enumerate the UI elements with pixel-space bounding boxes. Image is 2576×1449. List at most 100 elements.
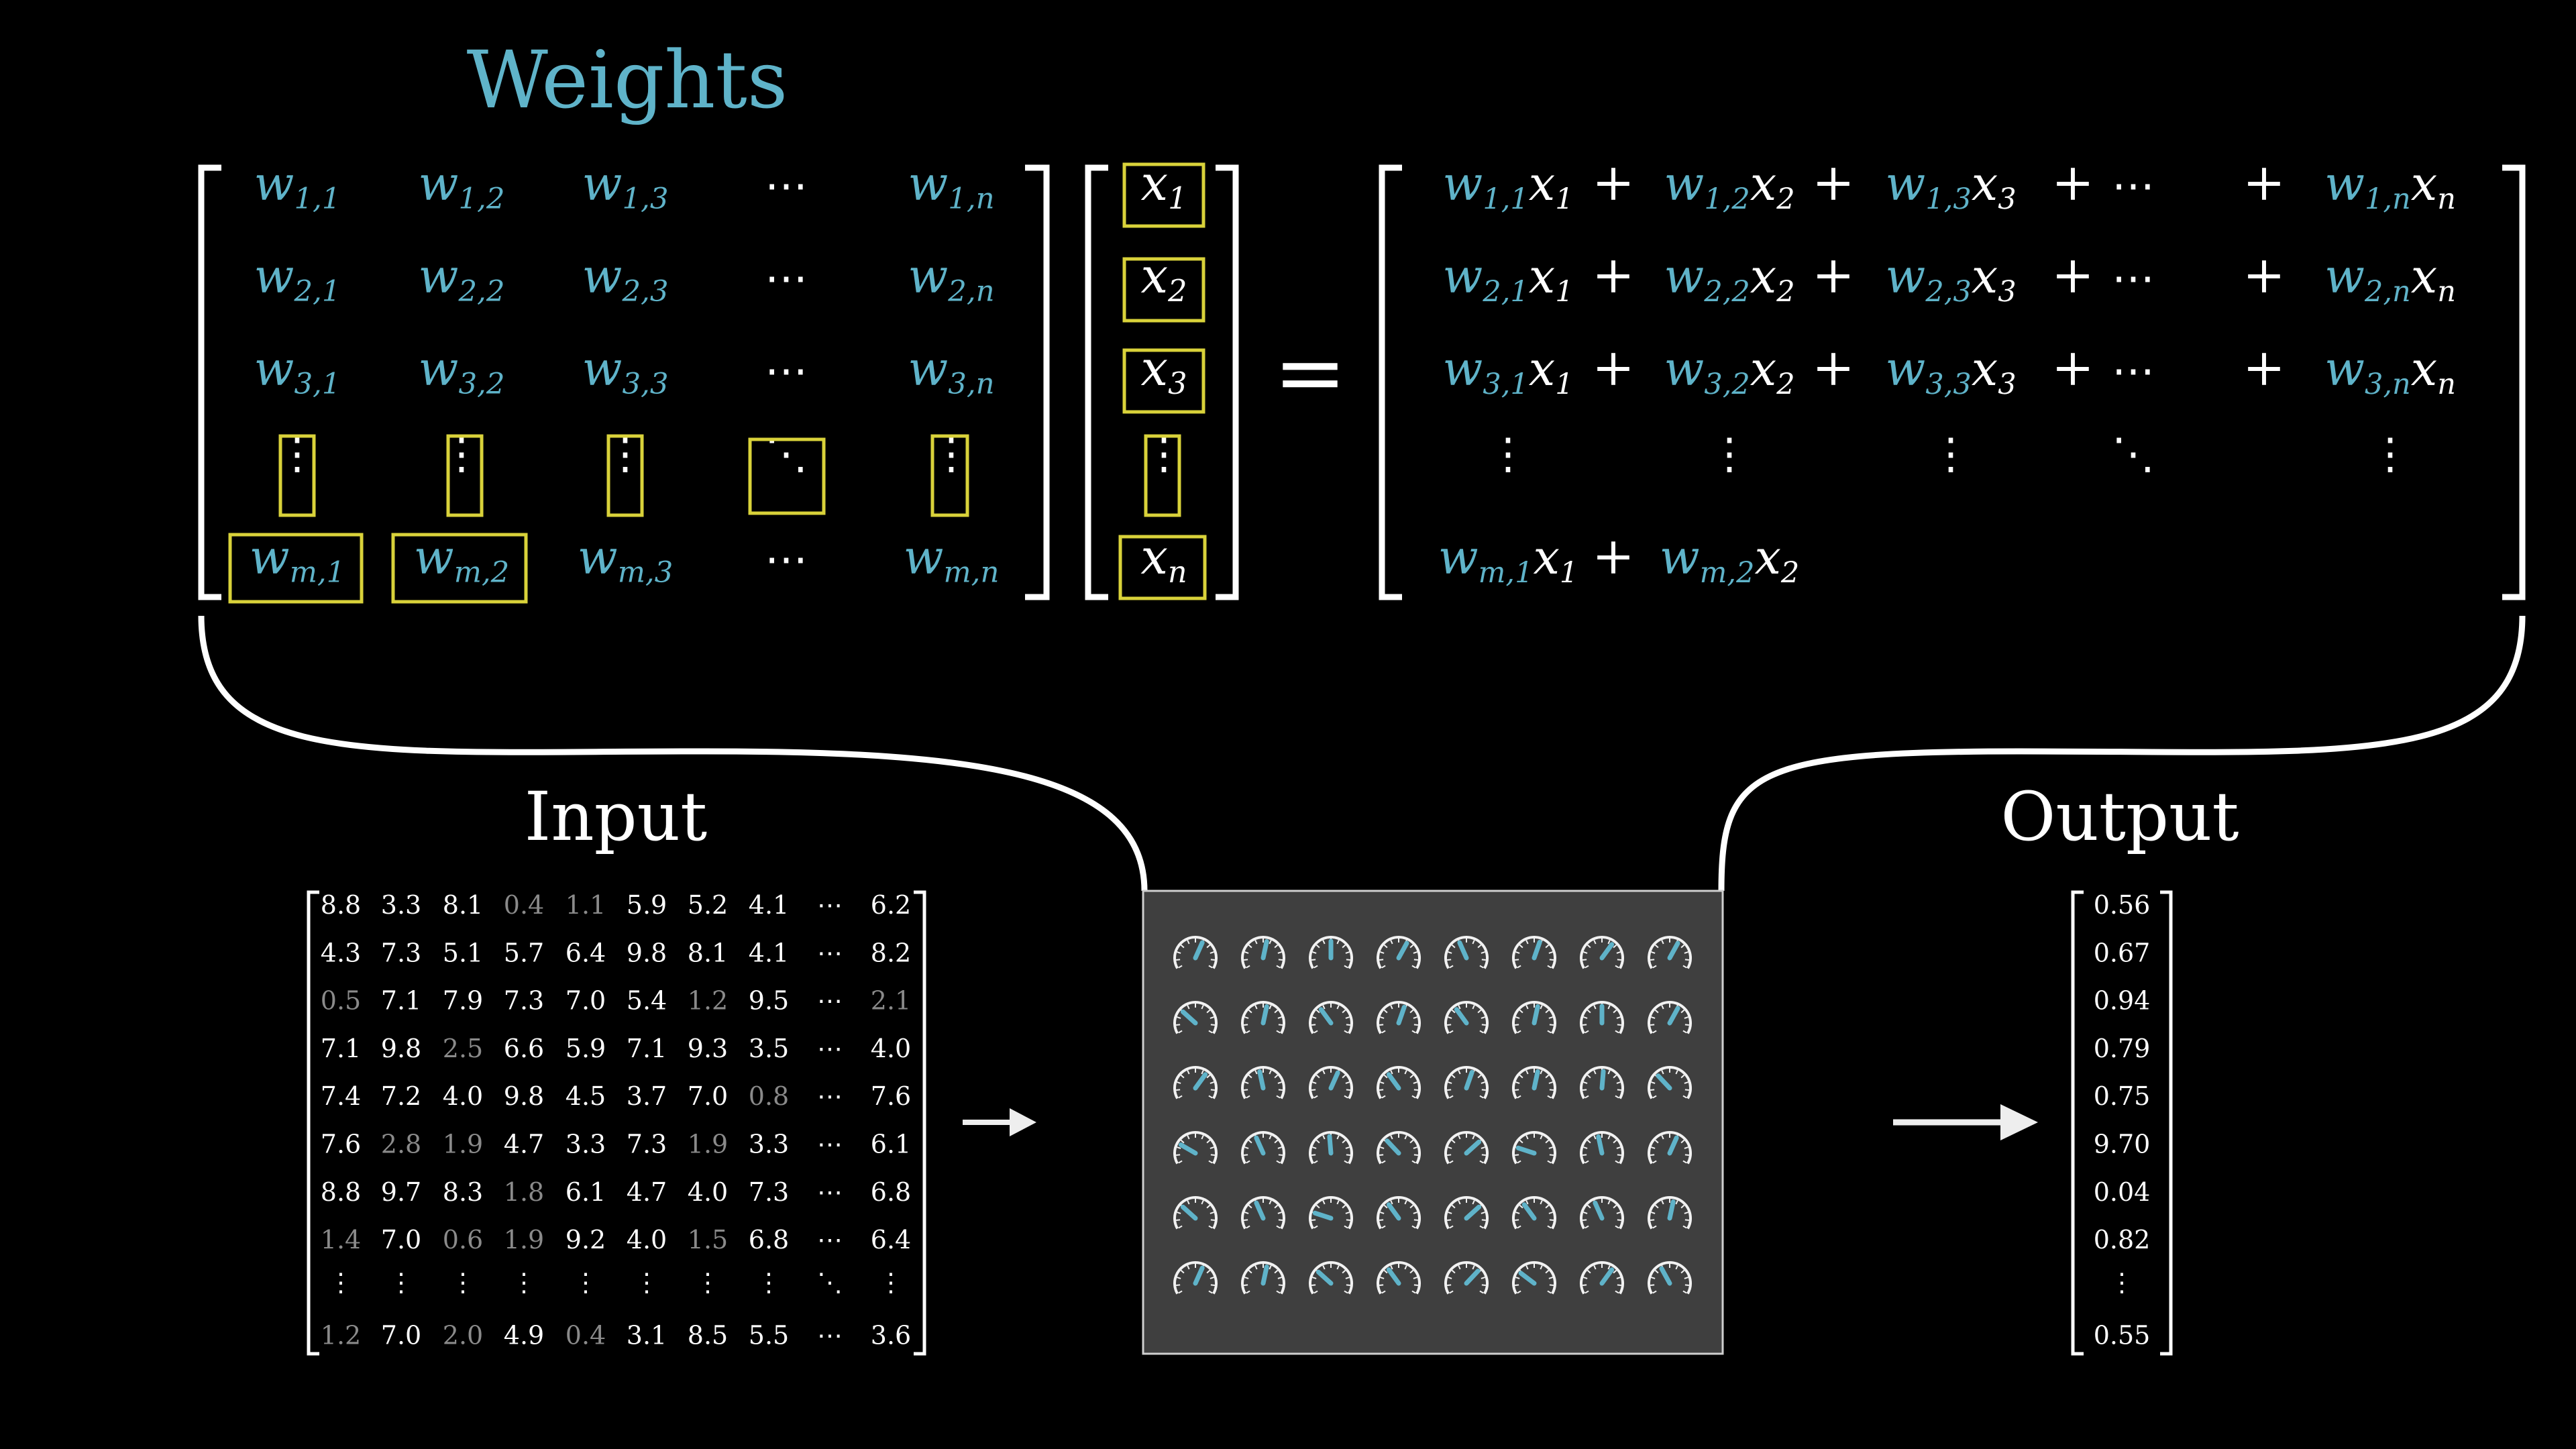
input-cell: 7.9 xyxy=(443,986,483,1016)
input-cell: 1.1 xyxy=(566,890,606,920)
input-cell: 7.0 xyxy=(688,1081,728,1111)
result-term: w3,2x2 xyxy=(1664,341,1794,401)
input-cell: 8.3 xyxy=(443,1177,483,1207)
input-cell: 1.4 xyxy=(321,1225,361,1254)
input-cell: 0.4 xyxy=(504,890,544,920)
dial-gauge xyxy=(1241,1066,1285,1099)
dial-gauge xyxy=(1580,1131,1624,1165)
dial-gauge xyxy=(1377,1001,1421,1034)
model-box xyxy=(1142,890,1724,1355)
output-cell: 0.79 xyxy=(2094,1034,2151,1063)
dial-gauge xyxy=(1648,1131,1692,1165)
input-cell: 7.1 xyxy=(627,1034,667,1063)
result-ellipsis: ⋯ xyxy=(2112,254,2155,303)
dial-gauge xyxy=(1309,936,1353,969)
input-cell: 4.5 xyxy=(566,1081,606,1111)
result-ellipsis: ⋮ xyxy=(1487,429,1529,479)
result-term: w3,1x1 xyxy=(1442,341,1573,401)
dial-gauge xyxy=(1444,1196,1489,1230)
dial-gauge xyxy=(1241,1001,1285,1034)
input-cell: 8.2 xyxy=(871,938,911,967)
result-ellipsis: ⋮ xyxy=(1708,429,1751,479)
input-cell: 7.3 xyxy=(504,986,544,1016)
dial-gauge xyxy=(1648,1066,1692,1099)
dial-gauge xyxy=(1377,1196,1421,1230)
input-cell: ⋮ xyxy=(695,1267,720,1297)
output-cell: 0.82 xyxy=(2094,1225,2151,1254)
input-cell: 9.7 xyxy=(381,1177,421,1207)
output-arrow xyxy=(1893,1104,2038,1140)
x-entry: x3 xyxy=(1140,340,1187,401)
result-term: wm,2x2 xyxy=(1660,530,1800,590)
input-cell: ⋯ xyxy=(817,938,843,967)
weights-ellipsis: ⋯ xyxy=(765,346,808,396)
dial-gauge xyxy=(1309,1066,1353,1099)
input-cell: 1.9 xyxy=(688,1130,728,1159)
result-ellipsis: ⋯ xyxy=(2112,346,2155,396)
weights-cell: w3,1 xyxy=(254,341,341,401)
dial-grid xyxy=(1173,936,1692,1295)
x-highlight-box xyxy=(1118,535,1207,600)
input-cell: 8.1 xyxy=(688,938,728,967)
result-term: w2,2x2 xyxy=(1664,249,1794,309)
input-cell: 9.5 xyxy=(749,986,789,1016)
dial-gauge xyxy=(1377,1066,1421,1099)
input-cell: 7.3 xyxy=(627,1130,667,1159)
weights-cell: w3,3 xyxy=(582,341,669,401)
dial-gauge xyxy=(1648,1196,1692,1230)
dial-gauge xyxy=(1580,1196,1624,1230)
dial-gauge xyxy=(1173,1131,1218,1165)
dial-gauge xyxy=(1309,1196,1353,1230)
input-cell: 8.8 xyxy=(321,1177,361,1207)
result-ellipsis: ⋱ xyxy=(2112,429,2155,479)
weights-ellipsis: ⋯ xyxy=(765,535,808,584)
output-cell: 0.67 xyxy=(2094,938,2151,967)
input-cell: 7.1 xyxy=(321,1034,361,1063)
dial-gauge xyxy=(1377,1131,1421,1165)
highlight-box xyxy=(228,533,364,604)
plus-sign: + xyxy=(1812,245,1855,305)
dial-gauge xyxy=(1241,1196,1285,1230)
input-cell: 8.1 xyxy=(443,890,483,920)
dial-gauge xyxy=(1377,936,1421,969)
input-cell: 3.6 xyxy=(871,1321,911,1350)
input-cell: ⋯ xyxy=(817,1130,843,1159)
plus-sign: + xyxy=(1592,337,1635,397)
highlight-box xyxy=(446,434,484,517)
dial-gauge xyxy=(1580,1066,1624,1099)
input-cell: 6.1 xyxy=(871,1130,911,1159)
input-cell: 7.0 xyxy=(381,1225,421,1254)
weights-cell: w3,2 xyxy=(419,341,505,401)
weights-highlights xyxy=(228,434,969,604)
input-cell: 7.3 xyxy=(749,1177,789,1207)
input-cell: 4.0 xyxy=(443,1081,483,1111)
dial-gauge xyxy=(1512,1001,1556,1034)
input-cell: ⋮ xyxy=(756,1267,782,1297)
input-cell: 3.3 xyxy=(749,1130,789,1159)
x-ellipsis: ⋮ xyxy=(1142,429,1185,479)
input-cell: 6.6 xyxy=(504,1034,544,1063)
input-cell: 7.0 xyxy=(381,1321,421,1350)
dial-gauge xyxy=(1580,1001,1624,1034)
input-cell: 4.0 xyxy=(627,1225,667,1254)
input-cell: ⋯ xyxy=(817,986,843,1016)
input-cell: 4.0 xyxy=(688,1177,728,1207)
highlight-box xyxy=(748,437,826,515)
plus-sign: + xyxy=(2051,245,2094,305)
input-cell: 6.1 xyxy=(566,1177,606,1207)
input-cell: 5.4 xyxy=(627,986,667,1016)
input-cell: 7.4 xyxy=(321,1081,361,1111)
weights-matrix-brackets xyxy=(198,164,1050,600)
input-cell: 6.4 xyxy=(871,1225,911,1254)
weights-cell: w2,2 xyxy=(419,249,505,309)
result-term: w3,nxn xyxy=(2324,341,2456,401)
output-vector: 0.560.670.940.790.759.700.040.82⋮0.55 xyxy=(2094,890,2151,1350)
input-cell: 9.8 xyxy=(627,938,667,967)
input-cell: 7.6 xyxy=(321,1130,361,1159)
input-cell: 5.1 xyxy=(443,938,483,967)
input-cell: 2.1 xyxy=(871,986,911,1016)
input-cell: 9.3 xyxy=(688,1034,728,1063)
dial-gauge xyxy=(1512,1131,1556,1165)
